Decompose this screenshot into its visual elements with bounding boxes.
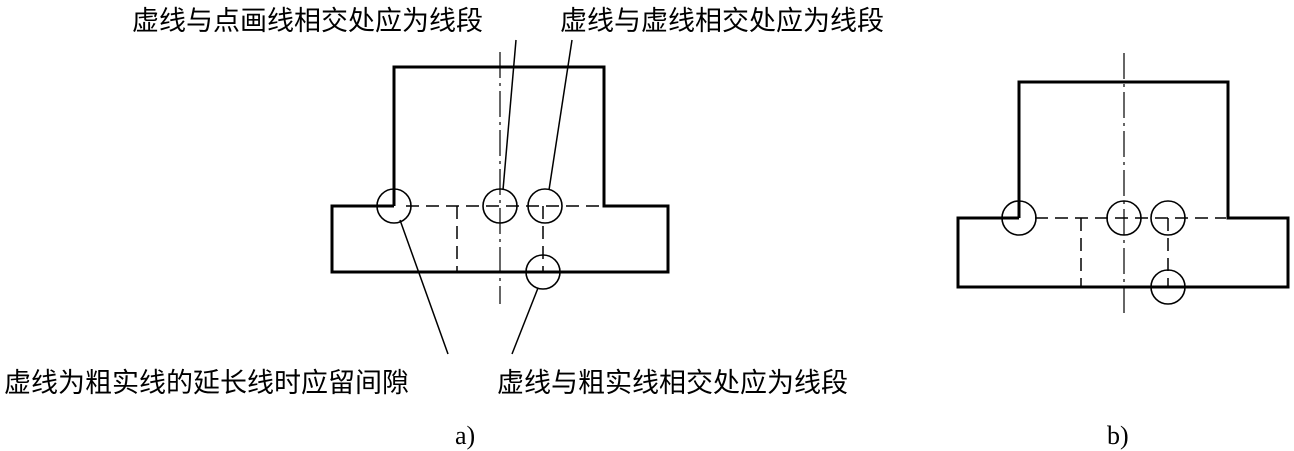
leader-extension-gap bbox=[399, 219, 449, 355]
figure-b-circle-dash-cross bbox=[1150, 200, 1186, 236]
figure-b bbox=[956, 53, 1290, 318]
leader-solid-cross bbox=[511, 287, 539, 355]
caption-figure-a: a) bbox=[455, 421, 475, 450]
annotation-dashed-with-solid: 虚线与粗实线相交处应为线段 bbox=[497, 368, 848, 399]
figure-a-circle-centerline bbox=[482, 188, 518, 224]
figure-a bbox=[330, 39, 670, 355]
caption-figure-b: b) bbox=[1107, 421, 1129, 450]
figure-a-circle-corner bbox=[376, 188, 412, 224]
annotation-dashed-with-centerline: 虚线与点画线相交处应为线段 bbox=[132, 6, 483, 37]
figure-b-outline bbox=[956, 80, 1290, 289]
annotation-dashed-with-dashed: 虚线与虚线相交处应为线段 bbox=[560, 6, 884, 37]
figure-b-circle-bottom bbox=[1150, 269, 1186, 305]
figure-b-circle-centerline bbox=[1106, 200, 1142, 236]
figure-a-circle-bottom bbox=[525, 254, 561, 290]
figure-a-circle-dash-cross bbox=[527, 188, 563, 224]
figure-a-outline bbox=[330, 65, 670, 274]
figure-b-circle-corner bbox=[1001, 200, 1037, 236]
annotation-dashed-extension-gap: 虚线为粗实线的延长线时应留间隙 bbox=[4, 368, 409, 399]
leader-dashed-cross bbox=[548, 39, 573, 191]
leader-centerline bbox=[502, 39, 517, 191]
